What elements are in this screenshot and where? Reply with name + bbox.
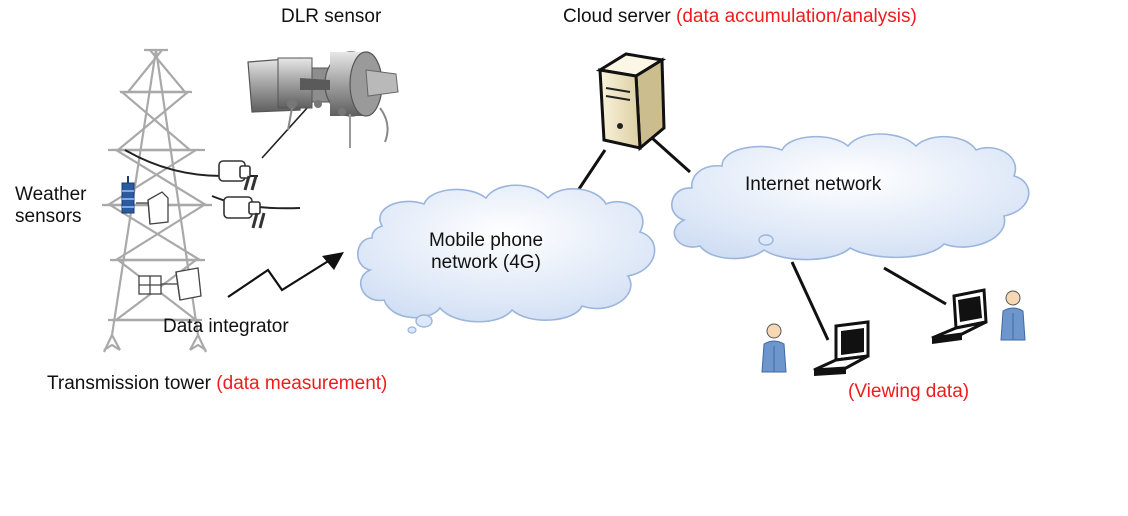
server-icon (595, 52, 667, 152)
cloud-server-role: (data accumulation/analysis) (676, 6, 917, 27)
transmission-tower-label: Transmission tower (data measurement) (47, 373, 387, 395)
person-icon (761, 323, 787, 373)
weather-sensor-icon (121, 176, 135, 214)
mobile-network-line1: Mobile phone (428, 230, 544, 251)
weather-sensors-label: Weather sensors (15, 184, 86, 228)
wireless-signal-icon (227, 252, 344, 298)
pointer-line (261, 106, 309, 159)
internet-to-laptop-link (790, 261, 830, 341)
cloud-server-label: Cloud server (data accumulation/analysis… (563, 6, 917, 28)
weather-sensors-line2: sensors (15, 205, 82, 227)
dlr-sensor-unit-icon (218, 160, 258, 191)
data-integrator-label: Data integrator (163, 316, 289, 337)
laptop-icon (931, 288, 988, 344)
cloud-server-title: Cloud server (563, 6, 671, 27)
transmission-tower-role: (data measurement) (216, 373, 388, 394)
sensor-box-icon (136, 191, 169, 225)
laptop-icon (813, 320, 870, 376)
dlr-sensor-unit-icon (223, 196, 266, 229)
viewing-data-label: (Viewing data) (848, 381, 970, 402)
person-icon (1000, 290, 1026, 341)
weather-sensors-line1: Weather (15, 184, 87, 205)
dlr-sensor-photo-icon (247, 51, 399, 148)
internet-network-label: Internet network (745, 174, 882, 195)
transmission-tower-title: Transmission tower (47, 373, 212, 394)
data-integrator-icon (138, 267, 202, 301)
mobile-network-label: Mobile phone network (4G) (411, 230, 561, 274)
mobile-network-line2: network (4G) (431, 251, 541, 273)
cloud-icon (671, 133, 1030, 261)
cloud-icon (357, 184, 656, 334)
server-to-internet-link (650, 136, 692, 174)
dlr-sensor-label: DLR sensor (281, 6, 382, 27)
internet-to-laptop-link (883, 266, 947, 306)
